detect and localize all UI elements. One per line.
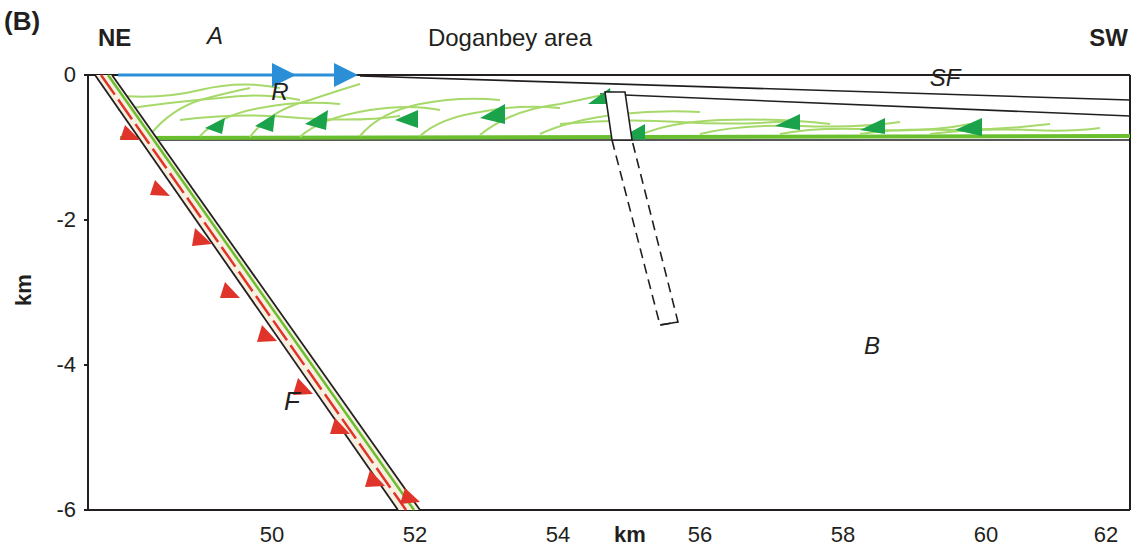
axis-tick: 50 [260, 524, 284, 546]
axis-tick: -2 [56, 209, 76, 231]
fault-teeth [120, 125, 420, 504]
axis-tick: -4 [56, 354, 76, 376]
unit-label: SF [930, 66, 961, 90]
fault-label: F [284, 388, 300, 414]
direction-label: SW [1089, 26, 1128, 50]
axis-tick: 62 [1094, 524, 1118, 546]
axis-tick: 0 [64, 64, 76, 86]
dashed-body [605, 92, 678, 325]
axis-tick: -6 [56, 499, 76, 521]
axis-tick: 54 [546, 524, 570, 546]
unit-label: R [271, 80, 288, 104]
axis-tick: 52 [403, 524, 427, 546]
thrust-teeth [205, 88, 982, 140]
horizon-lines [150, 76, 1130, 140]
unit-label: A [207, 24, 223, 48]
direction-label: NE [98, 26, 131, 50]
axis-title: km [614, 524, 646, 546]
unit-label: B [864, 334, 880, 358]
axis-tick: 60 [974, 524, 998, 546]
axis-title: km [13, 274, 35, 306]
axis-tick: 58 [831, 524, 855, 546]
fault-zone [95, 75, 420, 510]
panel-label: (B) [4, 8, 40, 34]
area-title: Doganbey area [428, 26, 592, 50]
frame [84, 75, 1130, 510]
axis-tick: 56 [688, 524, 712, 546]
surface-arrow [118, 74, 352, 77]
